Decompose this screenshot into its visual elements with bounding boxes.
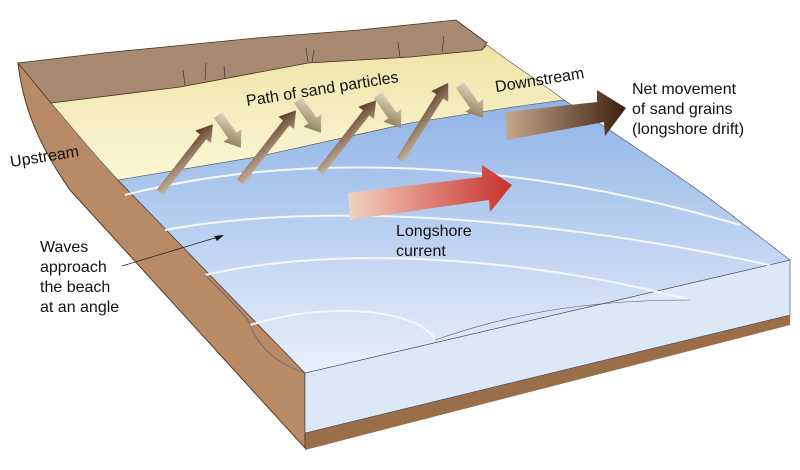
waves-line-3: the beach bbox=[40, 279, 111, 296]
label-longshore-current: Longshore current bbox=[396, 222, 472, 262]
bedrock-base bbox=[305, 315, 790, 450]
wave-crests bbox=[124, 166, 771, 341]
label-waves: Waves approach the beach at an angle bbox=[40, 238, 119, 318]
beach-grass bbox=[182, 35, 445, 86]
longshore-current-arrow bbox=[348, 165, 512, 220]
sand-path-arrows bbox=[156, 82, 484, 195]
pointer-arrowhead bbox=[214, 235, 224, 241]
net-line-3: (longshore drift) bbox=[632, 121, 745, 138]
net-line-1: Net movement bbox=[632, 81, 737, 98]
current-line-2: current bbox=[396, 243, 446, 260]
net-movement-arrow bbox=[505, 90, 626, 140]
waves-pointer bbox=[121, 236, 219, 267]
net-line-2: of sand grains bbox=[632, 101, 733, 118]
label-net-movement: Net movement of sand grains (longshore d… bbox=[632, 80, 744, 140]
waves-line-2: approach bbox=[40, 259, 107, 276]
waves-line-1: Waves bbox=[40, 239, 89, 256]
current-line-1: Longshore bbox=[396, 223, 472, 240]
dune-ridge bbox=[17, 19, 488, 104]
waves-line-4: at an angle bbox=[40, 299, 120, 316]
